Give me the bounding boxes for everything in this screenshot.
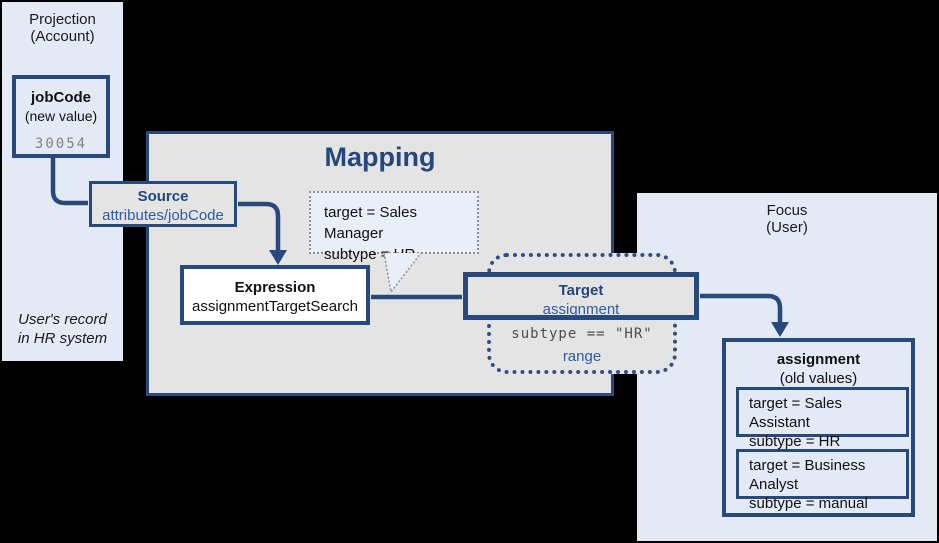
target-label: Target	[558, 282, 604, 299]
source-value: attributes/jobCode	[102, 207, 224, 224]
expression-value: assignmentTargetSearch	[192, 298, 358, 315]
assignment-value-row: target = Sales Assistant subtype = HR	[736, 387, 909, 450]
range-condition: subtype == "HR"	[511, 326, 653, 342]
footnote-line2: in HR system	[17, 330, 108, 347]
projection-panel-title: Projection (Account)	[2, 2, 123, 45]
jobcode-box: jobCode (new value) 30054	[12, 75, 110, 158]
range-label: range	[562, 348, 602, 365]
focus-title-line2: (User)	[766, 219, 808, 236]
source-label: Source	[137, 188, 189, 205]
mapping-title: Mapping	[324, 142, 436, 172]
assignment-value-1-line2: subtype = HR	[749, 433, 841, 450]
assignment-value-2-line1: target = Business Analyst	[749, 457, 866, 493]
source-box: Source attributes/jobCode	[89, 181, 237, 227]
assignment-value-1-line1: target = Sales Assistant	[749, 395, 842, 431]
bubble-line2: subtype = HR	[324, 246, 416, 263]
assignment-value-2-line2: subtype = manual	[749, 495, 868, 512]
jobcode-note: (new value)	[24, 108, 98, 124]
jobcode-value: 30054	[34, 136, 88, 152]
assignment-value-row: target = Business Analyst subtype = manu…	[736, 449, 909, 512]
jobcode-label: jobCode	[31, 89, 91, 106]
focus-panel-title: Focus (User)	[637, 193, 937, 236]
projection-footnote: User's record in HR system	[2, 310, 123, 348]
assignment-note: (old values)	[779, 370, 858, 387]
expression-label: Expression	[234, 279, 316, 296]
projection-title-line1: Projection	[29, 11, 96, 28]
projection-title-line2: (Account)	[30, 28, 95, 45]
expression-box: Expression assignmentTargetSearch	[180, 265, 370, 325]
footnote-line1: User's record	[18, 311, 107, 328]
focus-title-line1: Focus	[766, 202, 808, 219]
focus-panel: Focus (User) assignment (old values) tar…	[637, 193, 937, 541]
assignment-old-values-box: assignment (old values) target = Sales A…	[722, 338, 915, 517]
assignment-label: assignment	[776, 351, 861, 368]
target-value: assignment	[542, 301, 620, 318]
target-box: Target assignment	[463, 272, 699, 320]
bubble-line1: target = Sales Manager	[324, 204, 417, 242]
speech-bubble: target = Sales Manager subtype = HR	[309, 191, 479, 263]
